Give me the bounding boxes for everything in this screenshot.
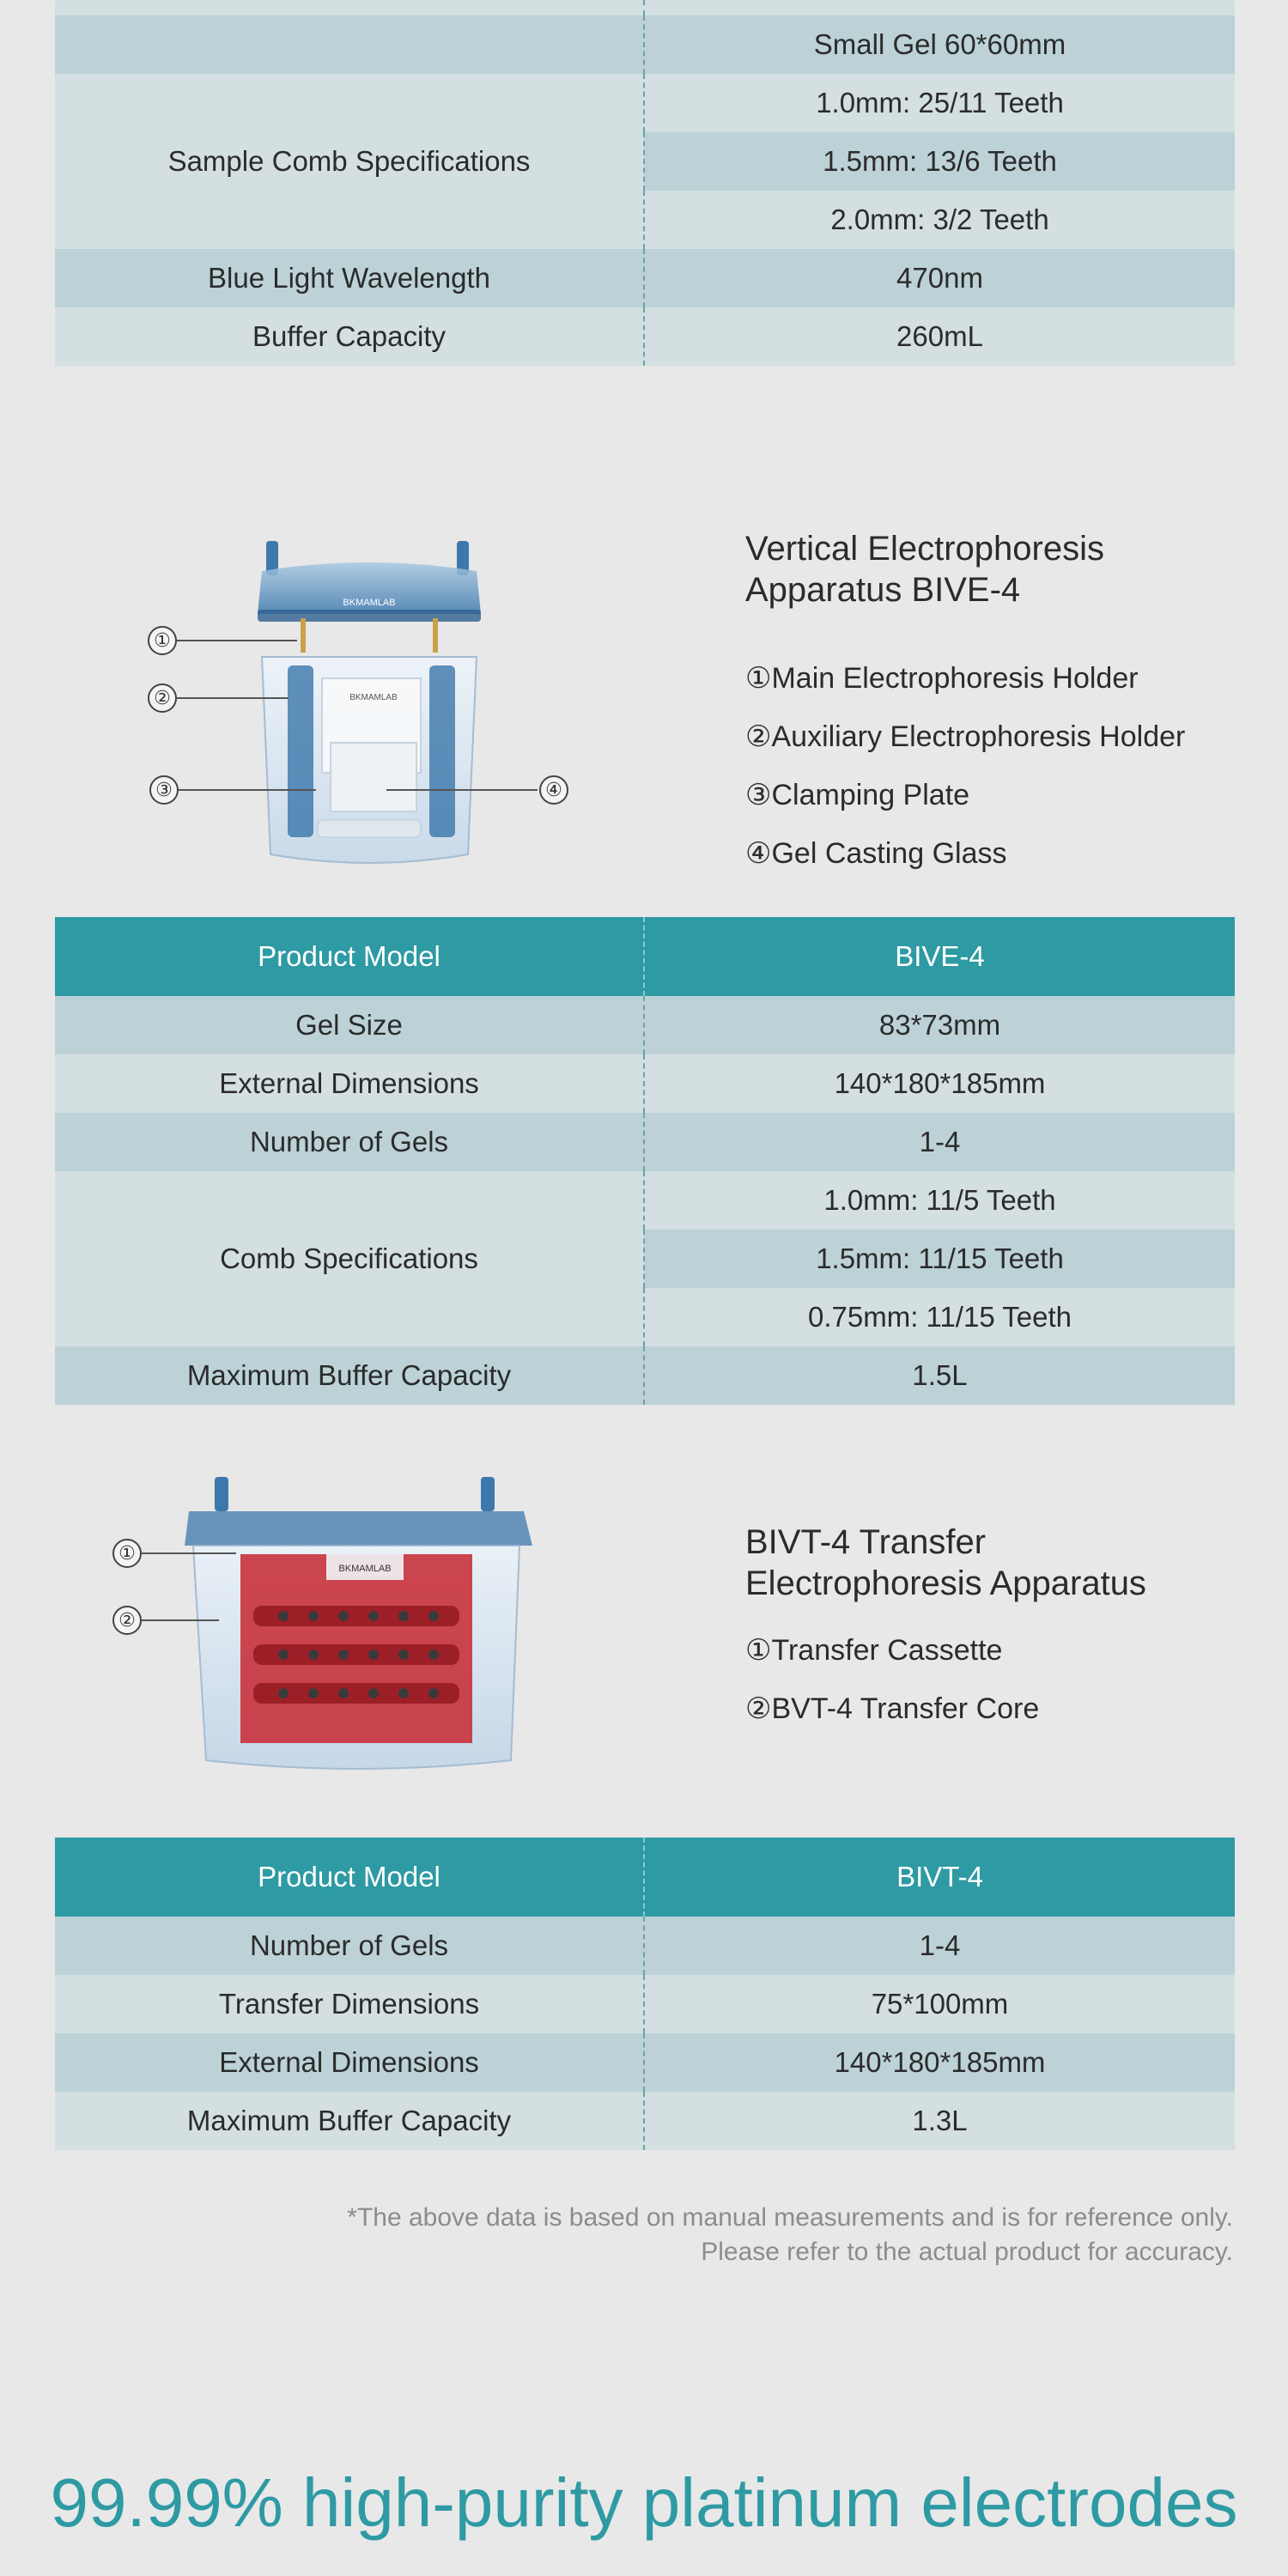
apparatus-drawing: BKMAMLAB BKMAMLAB xyxy=(258,541,481,864)
table-row: 2.0mm: 3/2 Teeth xyxy=(55,191,1235,249)
table-header-label: Product Model xyxy=(55,1838,645,1917)
table-cell: 1.5mm: 11/15 Teeth xyxy=(644,1230,1235,1288)
callout-leader-line xyxy=(142,1552,236,1554)
product-title-line: BIVT-4 Transfer xyxy=(745,1523,987,1561)
table-row: Sample Comb Specifications 1.0mm: 25/11 … xyxy=(55,74,1235,249)
table-cell: 75*100mm xyxy=(644,1975,1235,2033)
table-row: 1.5mm: 11/15 Teeth xyxy=(55,1230,1235,1288)
table-cell: 1.5L xyxy=(644,1346,1235,1405)
cassette-brand-mark: BKMAMLAB xyxy=(338,1564,391,1574)
product-title-bivt4: BIVT-4 Transfer Electrophoresis Apparatu… xyxy=(745,1522,1146,1604)
measurement-disclaimer: *The above data is based on manual measu… xyxy=(289,2201,1233,2269)
callout-marker-1: ① xyxy=(148,626,177,655)
table-row: Small Gel 60*60mm xyxy=(55,15,1235,74)
table-cell: 1.0mm: 25/11 Teeth xyxy=(644,74,1235,132)
callout-leader-line xyxy=(177,697,289,699)
table-row xyxy=(55,0,1235,15)
table-header-value: BIVE-4 xyxy=(644,917,1235,996)
table-cell: 83*73mm xyxy=(644,996,1235,1054)
list-item: ①Main Electrophoresis Holder xyxy=(745,662,1139,695)
disclaimer-line: Please refer to the actual product for a… xyxy=(701,2238,1233,2266)
product-title-line: Apparatus BIVE-4 xyxy=(745,571,1021,609)
vertical-electrophoresis-illustration: BKMAMLAB BKMAMLAB xyxy=(137,528,584,880)
platinum-electrodes-headline: 99.99% high-purity platinum electrodes xyxy=(50,2464,1238,2541)
table-row: External Dimensions 140*180*185mm xyxy=(55,2033,1235,2092)
table-header-label: Product Model xyxy=(55,917,645,996)
lid-brand-mark: BKMAMLAB xyxy=(343,598,395,608)
table-row: 0.75mm: 11/15 Teeth xyxy=(55,1288,1235,1346)
parts-list-bive4: ①Main Electrophoresis Holder ②Auxiliary … xyxy=(745,659,1185,893)
table-row: Transfer Dimensions 75*100mm xyxy=(55,1975,1235,2033)
table-cell xyxy=(55,15,645,74)
table-row: Number of Gels 1-4 xyxy=(55,1917,1235,1975)
spec-table-bive4: Product Model BIVE-4 Gel Size 83*73mm Ex… xyxy=(55,917,1235,1405)
product-title-line: Electrophoresis Apparatus xyxy=(745,1564,1146,1602)
table-cell-label: Maximum Buffer Capacity xyxy=(55,2092,645,2150)
table-row: 1.5mm: 13/6 Teeth xyxy=(55,132,1235,191)
table-cell-label: Blue Light Wavelength xyxy=(55,249,645,307)
apparatus-drawing: BKMAMLAB xyxy=(185,1477,532,1770)
table-cell: 140*180*185mm xyxy=(644,1054,1235,1113)
table-cell-label: Maximum Buffer Capacity xyxy=(55,1346,645,1405)
table-cell-label: External Dimensions xyxy=(55,1054,645,1113)
callout-leader-line xyxy=(386,789,538,791)
list-item: ③Clamping Plate xyxy=(745,779,970,811)
table-cell: 470nm xyxy=(644,249,1235,307)
table-cell-label: Number of Gels xyxy=(55,1917,645,1975)
table-cell: 260mL xyxy=(644,307,1235,366)
plate-brand-mark: BKMAMLAB xyxy=(349,693,398,702)
table-cell-label: Sample Comb Specifications xyxy=(55,74,645,249)
callout-marker-3: ③ xyxy=(149,775,179,805)
table-cell: 1.5mm: 13/6 Teeth xyxy=(644,132,1235,191)
spec-table-bivt4: Product Model BIVT-4 Number of Gels 1-4 … xyxy=(55,1838,1235,2150)
table-row: External Dimensions 140*180*185mm xyxy=(55,1054,1235,1113)
list-item: ②Auxiliary Electrophoresis Holder xyxy=(745,720,1186,753)
product-title-line: Vertical Electrophoresis xyxy=(745,530,1104,568)
table-row: Gel Size 83*73mm xyxy=(55,996,1235,1054)
table-header-row: Product Model BIVE-4 xyxy=(55,917,1235,996)
callout-marker-2: ② xyxy=(148,683,177,713)
table-cell-label: Number of Gels xyxy=(55,1113,645,1171)
table-cell: 1.3L xyxy=(644,2092,1235,2150)
table-header-row: Product Model BIVT-4 xyxy=(55,1838,1235,1917)
table-cell: 1.0mm: 11/5 Teeth xyxy=(644,1171,1235,1230)
table-cell: 2.0mm: 3/2 Teeth xyxy=(644,191,1235,249)
callout-marker-4: ④ xyxy=(539,775,568,805)
table-header-value: BIVT-4 xyxy=(644,1838,1235,1917)
callout-leader-line xyxy=(177,640,297,641)
table-cell: Small Gel 60*60mm xyxy=(644,15,1235,74)
callout-marker-1: ① xyxy=(112,1539,142,1568)
list-item: ①Transfer Cassette xyxy=(745,1634,1003,1667)
table-cell-label: Gel Size xyxy=(55,996,645,1054)
table-cell-label: Comb Specifications xyxy=(55,1171,645,1346)
transfer-electrophoresis-illustration: BKMAMLAB xyxy=(172,1468,541,1777)
table-cell: 140*180*185mm xyxy=(644,2033,1235,2092)
table-row: Maximum Buffer Capacity 1.3L xyxy=(55,2092,1235,2150)
callout-marker-2: ② xyxy=(112,1606,142,1635)
list-item: ②BVT-4 Transfer Core xyxy=(745,1692,1040,1725)
table-cell: 1-4 xyxy=(644,1917,1235,1975)
table-cell: 0.75mm: 11/15 Teeth xyxy=(644,1288,1235,1346)
table-row: Comb Specifications 1.0mm: 11/5 Teeth xyxy=(55,1171,1235,1346)
table-row: Number of Gels 1-4 xyxy=(55,1113,1235,1171)
table-row: Blue Light Wavelength 470nm xyxy=(55,249,1235,307)
disclaimer-line: *The above data is based on manual measu… xyxy=(347,2203,1233,2232)
list-item: ④Gel Casting Glass xyxy=(745,837,1007,870)
product-title-bive4: Vertical Electrophoresis Apparatus BIVE-… xyxy=(745,528,1104,611)
table-cell xyxy=(644,0,1235,15)
table-cell-label: Transfer Dimensions xyxy=(55,1975,645,2033)
table-cell xyxy=(55,0,645,15)
spec-table-gel-imager: Small Gel 60*60mm Sample Comb Specificat… xyxy=(55,0,1235,366)
table-cell: 1-4 xyxy=(644,1113,1235,1171)
table-row: Buffer Capacity 260mL xyxy=(55,307,1235,366)
table-cell-label: Buffer Capacity xyxy=(55,307,645,366)
parts-list-bivt4: ①Transfer Cassette ②BVT-4 Transfer Core xyxy=(745,1631,1039,1748)
callout-leader-line xyxy=(142,1619,219,1621)
table-cell-label: External Dimensions xyxy=(55,2033,645,2092)
callout-leader-line xyxy=(179,789,316,791)
table-row: Maximum Buffer Capacity 1.5L xyxy=(55,1346,1235,1405)
